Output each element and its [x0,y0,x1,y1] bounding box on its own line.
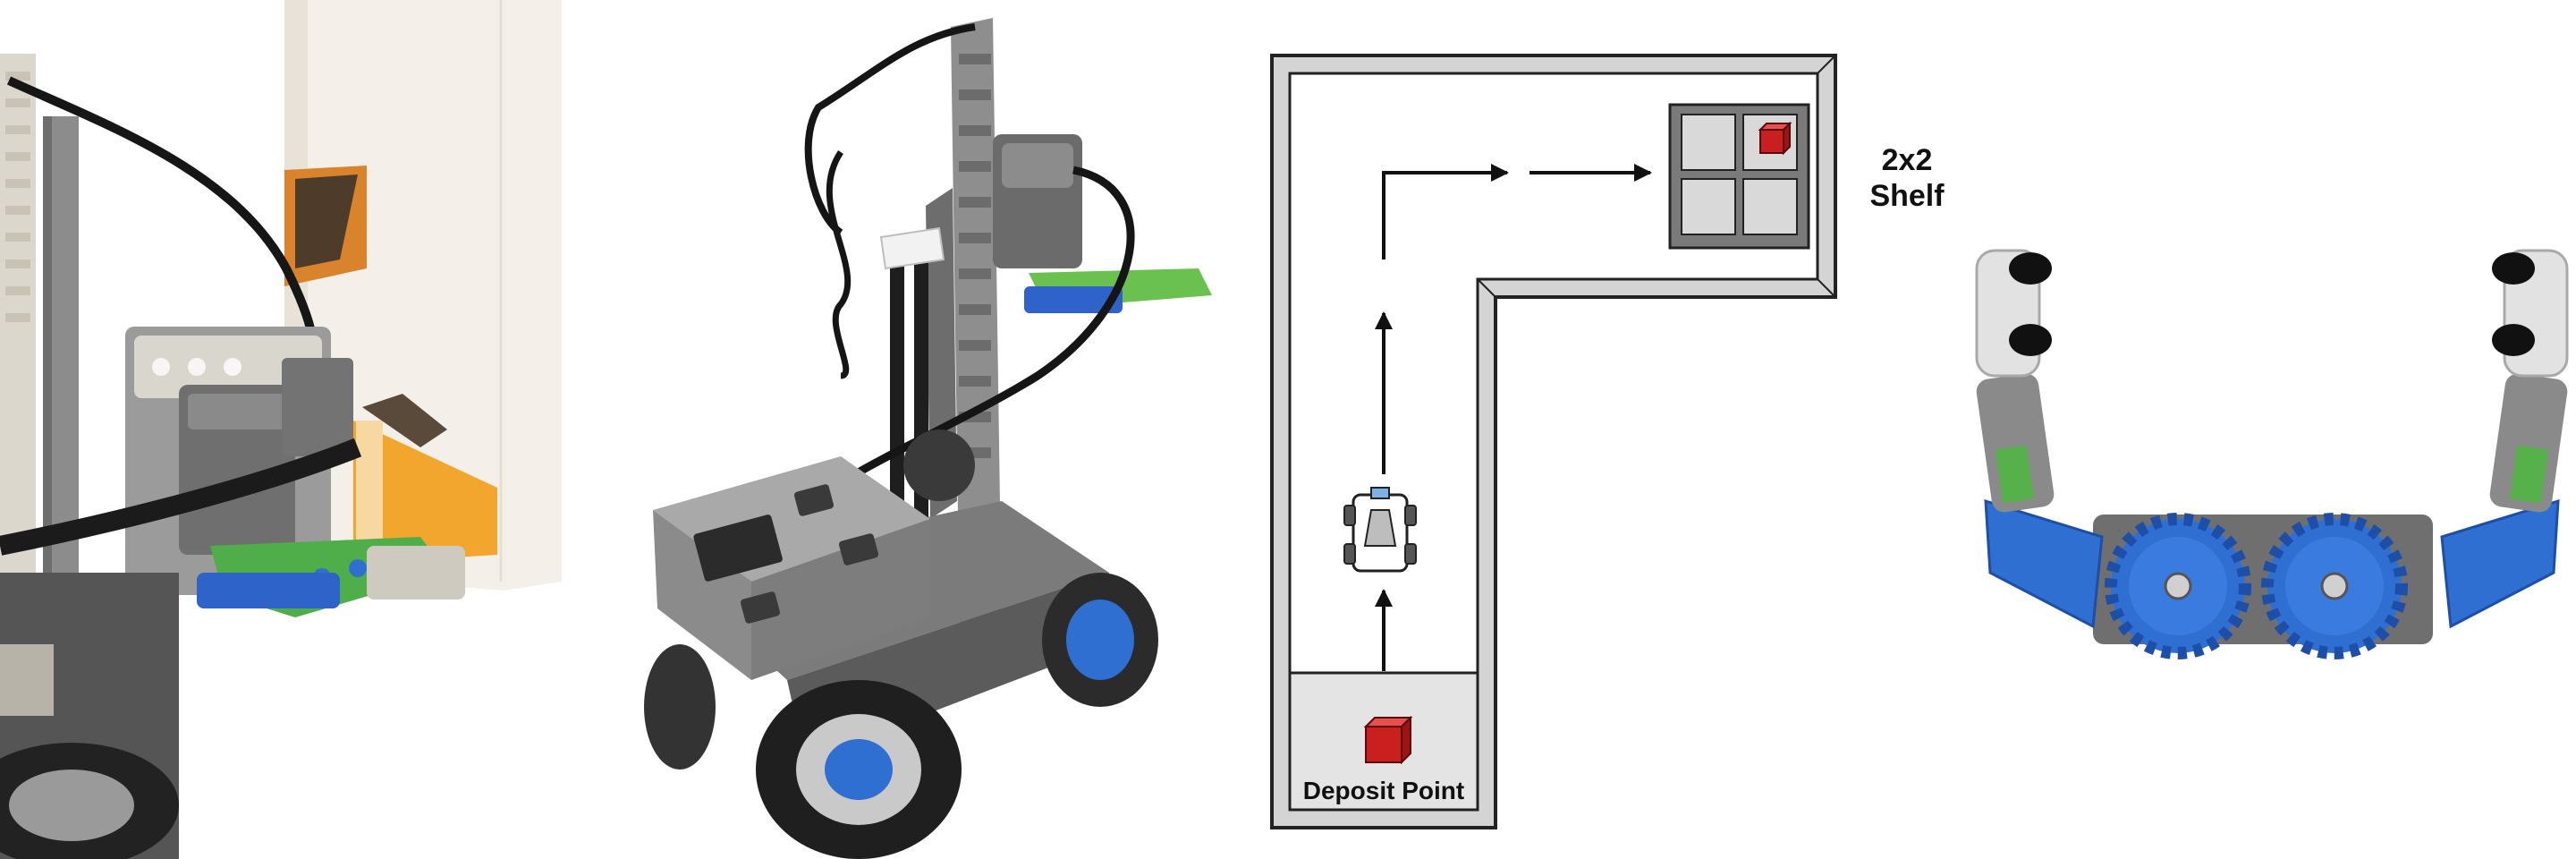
left-gear-icon [2105,513,2251,659]
right-gear-icon [2261,513,2408,659]
path-arrow-3 [1382,164,1509,259]
deposit-cube-icon [1363,715,1413,765]
shelf-cube-icon [1759,129,1784,154]
deposit-label: Deposit Point [1303,777,1464,804]
path-diagram: Deposit Point 2x2 Shelf [1270,54,1945,829]
robot-photo-panel [572,0,1234,859]
front-wheel-icon [756,680,962,859]
rear-wheel-icon [1042,573,1158,707]
path-diagram-panel: Deposit Point 2x2 Shelf [1234,0,1968,859]
closeup-photo-panel [0,0,572,859]
shelf-icon [1668,103,1810,250]
robot-gripper-closeup-icon [0,0,572,859]
gripper-photo-panel [1968,0,2576,859]
shelf-label-line2: Shelf [1869,179,1945,213]
blue-gear-gripper-icon [1968,0,2576,859]
vex-robot-icon [572,0,1234,859]
shelf-label-line1: 2x2 [1882,143,1933,177]
robot-icon [1343,487,1417,573]
